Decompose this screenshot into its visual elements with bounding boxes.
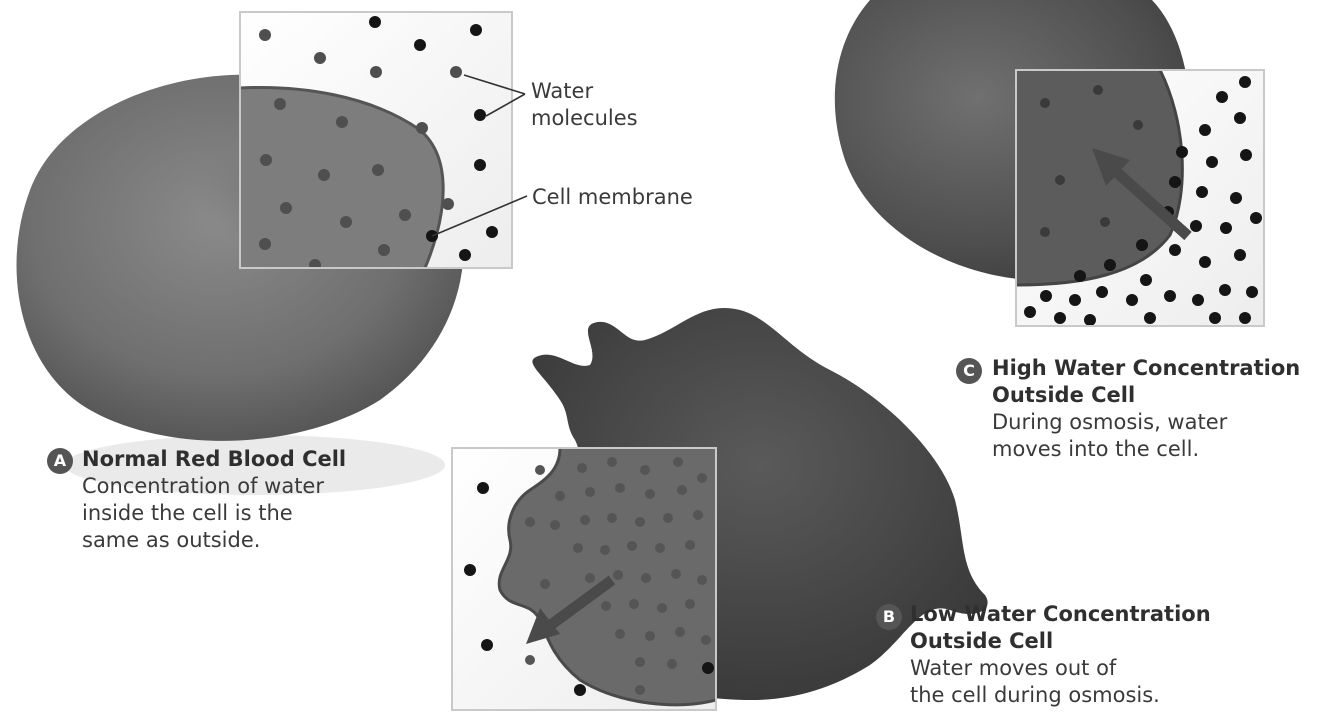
badge-a: A (47, 448, 73, 474)
panel-a-magnified-view (240, 12, 527, 271)
panel-b-magnified-view (452, 448, 716, 710)
caption-a-line-3: same as outside. (82, 527, 346, 554)
caption-b-title-1: Low Water Concentration (910, 601, 1211, 628)
panel-c-magnified-view (1016, 70, 1264, 326)
caption-b-line-1: Water moves out of (910, 655, 1211, 682)
caption-c: High Water Concentration Outside Cell Du… (992, 355, 1300, 463)
water-molecules-label: Water molecules (531, 78, 638, 132)
caption-c-title-1: High Water Concentration (992, 355, 1300, 382)
caption-b: Low Water Concentration Outside Cell Wat… (910, 601, 1211, 709)
cell-membrane-label: Cell membrane (532, 184, 693, 211)
water-molecules-label-line-1: Water (531, 78, 638, 105)
water-molecules-label-line-2: molecules (531, 105, 638, 132)
caption-c-line-1: During osmosis, water (992, 409, 1300, 436)
caption-c-title-2: Outside Cell (992, 382, 1300, 409)
caption-a-line-1: Concentration of water (82, 473, 346, 500)
caption-b-title-2: Outside Cell (910, 628, 1211, 655)
caption-a-line-2: inside the cell is the (82, 500, 346, 527)
caption-a: Normal Red Blood Cell Concentration of w… (82, 446, 346, 554)
caption-c-line-2: moves into the cell. (992, 436, 1300, 463)
badge-b: B (876, 604, 902, 630)
badge-c: C (956, 358, 982, 384)
caption-a-title: Normal Red Blood Cell (82, 446, 346, 473)
caption-b-line-2: the cell during osmosis. (910, 682, 1211, 709)
